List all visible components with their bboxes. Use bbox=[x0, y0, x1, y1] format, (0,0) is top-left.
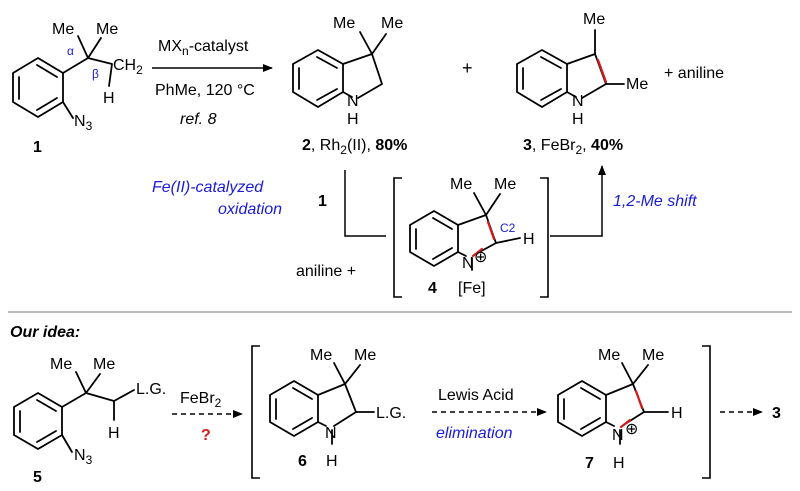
section-title: Our idea: bbox=[10, 324, 80, 341]
fe-label: [Fe] bbox=[458, 280, 486, 297]
h-label: H bbox=[523, 231, 535, 248]
compound-2-caption: 2, Rh2(II), 80% bbox=[302, 137, 407, 157]
charge-plus-icon: ⊕ bbox=[474, 249, 487, 266]
c2-label: C2 bbox=[500, 221, 516, 235]
reagent-febr2: FeBr2 bbox=[180, 390, 222, 410]
compound-3: Me Me N H 3, FeBr2, 40% bbox=[516, 11, 648, 157]
h-label: H bbox=[108, 425, 120, 442]
charge-plus-icon: ⊕ bbox=[625, 421, 638, 438]
me-label-2: Me bbox=[96, 21, 118, 38]
nh-label: H bbox=[326, 453, 338, 470]
n3-label: N3 bbox=[74, 113, 93, 133]
ch2-label: CH2 bbox=[113, 57, 143, 77]
me-label-2: Me bbox=[642, 347, 664, 364]
nh-label: H bbox=[347, 111, 359, 128]
compound-1-id: 1 bbox=[33, 139, 42, 156]
catalyst-label: MXn-catalyst bbox=[158, 38, 249, 58]
n-label: N bbox=[572, 93, 584, 110]
oxidation-label-1: Fe(II)-catalyzed bbox=[152, 179, 264, 196]
intermediate-4: Me Me C2 H N ⊕ [Fe] 4 bbox=[393, 176, 549, 298]
n-label: N bbox=[462, 255, 474, 272]
me-label-1: Me bbox=[450, 176, 472, 193]
oxidation-pathway: Fe(II)-catalyzed oxidation 1 aniline + 1… bbox=[152, 165, 697, 280]
me-label-1: Me bbox=[52, 21, 74, 38]
ref-label: ref. 8 bbox=[180, 111, 217, 128]
compound-6: Me Me L.G. N H 6 bbox=[251, 345, 406, 479]
me-label-2: Me bbox=[381, 15, 403, 32]
compound-3-caption: 3, FeBr2, 40% bbox=[523, 137, 623, 157]
reaction-arrow-1: MXn-catalyst PhMe, 120 °C ref. 8 bbox=[152, 38, 273, 128]
plus-aniline: + aniline bbox=[664, 65, 724, 82]
me-label-1: Me bbox=[50, 356, 72, 373]
h-label: H bbox=[103, 90, 115, 107]
plus-sign: + bbox=[462, 58, 473, 78]
alpha-label: α bbox=[67, 44, 74, 58]
solvent-label: PhMe, 120 °C bbox=[155, 82, 255, 99]
elimination-label: elimination bbox=[436, 425, 513, 442]
h-label: H bbox=[671, 405, 683, 422]
intermediate-4-id: 4 bbox=[428, 280, 437, 297]
oxidation-substrate: 1 bbox=[318, 193, 327, 210]
me-label-1: Me bbox=[310, 347, 332, 364]
compound-6-id: 6 bbox=[298, 453, 307, 470]
me-label-2: Me bbox=[354, 347, 376, 364]
shift-label: 1,2-Me shift bbox=[613, 193, 697, 210]
compound-7: Me Me H N ⊕ H 7 bbox=[557, 345, 711, 479]
n3-label: N3 bbox=[74, 447, 93, 467]
final-product-id: 3 bbox=[772, 405, 781, 422]
lg-label: L.G. bbox=[376, 405, 406, 422]
final-arrow: 3 bbox=[720, 405, 781, 422]
n-label: N bbox=[325, 425, 337, 442]
n-label: N bbox=[347, 93, 359, 110]
me-label-2: Me bbox=[626, 76, 648, 93]
me-label-1: Me bbox=[333, 15, 355, 32]
beta-label: β bbox=[92, 67, 99, 81]
compound-5: Me Me L.G. H N3 5 bbox=[13, 356, 166, 486]
step-2-arrow: Lewis Acid elimination bbox=[432, 387, 547, 442]
oxidation-label-2: oxidation bbox=[218, 201, 282, 218]
aniline-plus: aniline + bbox=[296, 263, 356, 280]
unknown-mark: ? bbox=[201, 427, 211, 444]
me-label-1: Me bbox=[598, 347, 620, 364]
me-label-1: Me bbox=[583, 11, 605, 28]
me-label-2: Me bbox=[93, 356, 115, 373]
nh-label: H bbox=[572, 111, 584, 128]
compound-1: Me Me α β CH2 H N3 1 bbox=[12, 21, 143, 156]
n-label: N bbox=[612, 427, 624, 444]
me-label-2: Me bbox=[494, 176, 516, 193]
nh-label: H bbox=[613, 455, 625, 472]
compound-7-id: 7 bbox=[585, 455, 594, 472]
step-1-arrow: FeBr2 ? bbox=[172, 390, 243, 444]
compound-2: Me Me N H 2, Rh2(II), 80% bbox=[292, 15, 407, 157]
lewis-acid-label: Lewis Acid bbox=[438, 387, 514, 404]
compound-5-id: 5 bbox=[33, 469, 42, 486]
lg-label: L.G. bbox=[136, 381, 166, 398]
